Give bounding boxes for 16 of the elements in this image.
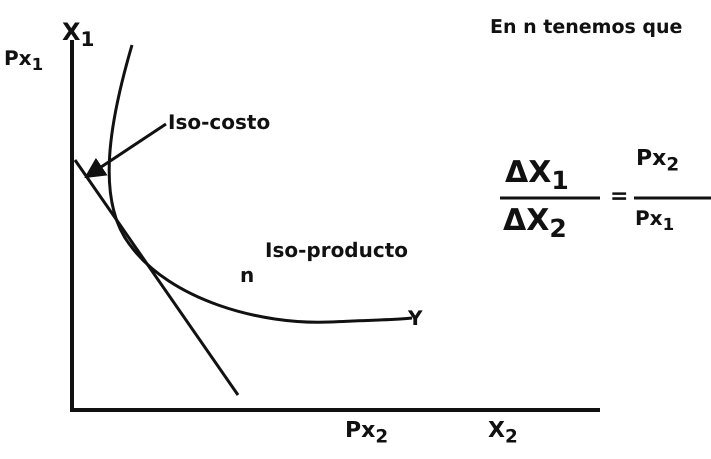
leader-arrow	[84, 122, 167, 178]
curve-label: Iso-producto	[265, 240, 408, 260]
axis-tick-label: Px$_{1}$	[4, 48, 44, 74]
note: En n tenemos que	[490, 18, 682, 37]
line-label: Iso-costo	[168, 112, 270, 132]
iso-cost-line	[74, 159, 240, 396]
axis-label: X$_{2}$	[488, 420, 518, 447]
formula-term: Px$_{2}$	[636, 148, 680, 175]
formula-term: ΔX$_{2}$	[503, 206, 567, 241]
axis-tick-label: Px$_{2}$	[345, 420, 388, 447]
formula-term: ΔX$_{1}$	[505, 158, 569, 193]
formula-sign: =	[610, 186, 628, 208]
point-label: n	[240, 265, 254, 285]
axis-label: X$_{1}$	[62, 20, 94, 49]
curve-label: Y	[408, 308, 422, 328]
formula-term: Px$_{1}$	[635, 208, 674, 234]
